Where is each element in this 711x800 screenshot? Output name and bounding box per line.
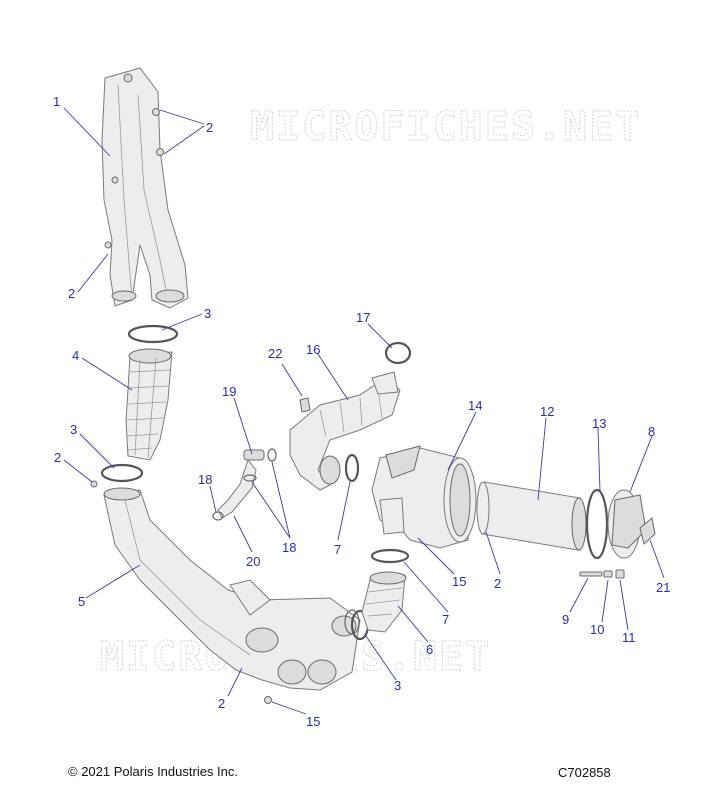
callout-label: 13 bbox=[592, 416, 606, 431]
callout-label: 11 bbox=[622, 630, 636, 645]
callout-label: 2 bbox=[218, 696, 225, 711]
callout-label: 6 bbox=[426, 642, 433, 657]
copyright-notice: © 2021 Polaris Industries Inc. bbox=[68, 764, 238, 779]
callout-label: 1 bbox=[53, 94, 60, 109]
callout-label: 19 bbox=[222, 384, 236, 399]
clamp-lower-left bbox=[100, 463, 144, 483]
callout-label: 12 bbox=[540, 404, 554, 419]
breather-hose-assembly bbox=[212, 448, 277, 521]
callout-label: 15 bbox=[306, 714, 320, 729]
outlet-boot bbox=[361, 571, 407, 633]
callout-label: 4 bbox=[72, 348, 79, 363]
callout-label: 5 bbox=[78, 594, 85, 609]
corrugated-boot bbox=[125, 348, 173, 461]
upper-intake-duct bbox=[101, 67, 189, 309]
callout-label: 3 bbox=[204, 306, 211, 321]
callout-label: 3 bbox=[70, 422, 77, 437]
small-fitting bbox=[299, 397, 311, 413]
callout-label: 2 bbox=[494, 576, 501, 591]
filter-seal-ring bbox=[585, 488, 609, 560]
callout-label: 8 bbox=[648, 424, 655, 439]
air-filter-element bbox=[476, 481, 587, 551]
callout-label: 16 bbox=[306, 342, 320, 357]
intake-tube bbox=[289, 371, 401, 491]
callout-labels: 1 2 2 3 4 3 2 5 17 22 16 19 18 20 18 7 1… bbox=[53, 94, 670, 729]
callout-label: 3 bbox=[394, 678, 401, 693]
cover-hardware bbox=[579, 569, 625, 579]
callout-label: 21 bbox=[656, 580, 670, 595]
callout-label: 7 bbox=[442, 612, 449, 627]
leader-lines bbox=[63, 107, 665, 715]
callout-label: 22 bbox=[268, 346, 282, 361]
diagram-code: C702858 bbox=[558, 765, 611, 780]
lower-intake-duct bbox=[103, 487, 361, 691]
clamp-outlet bbox=[370, 548, 410, 564]
airbox-cover bbox=[607, 489, 647, 559]
callout-label: 2 bbox=[54, 450, 61, 465]
callout-label: 18 bbox=[198, 472, 212, 487]
callout-label: 18 bbox=[282, 540, 296, 555]
callout-label: 17 bbox=[356, 310, 370, 325]
clamp-tube-end bbox=[344, 453, 360, 483]
watermark-top: MICROFICHES.NET bbox=[250, 104, 641, 150]
clamp-tube-top bbox=[384, 341, 412, 365]
callout-label: 9 bbox=[562, 612, 569, 627]
callout-label: 14 bbox=[468, 398, 482, 413]
callout-label: 7 bbox=[334, 542, 341, 557]
airbox-housing bbox=[371, 445, 477, 549]
callout-label: 2 bbox=[68, 286, 75, 301]
cover-label bbox=[639, 517, 656, 545]
clamp-upper bbox=[127, 324, 179, 344]
callout-label: 20 bbox=[246, 554, 260, 569]
callout-label: 10 bbox=[590, 622, 604, 637]
callout-label: 2 bbox=[206, 120, 213, 135]
callout-label: 15 bbox=[452, 574, 466, 589]
